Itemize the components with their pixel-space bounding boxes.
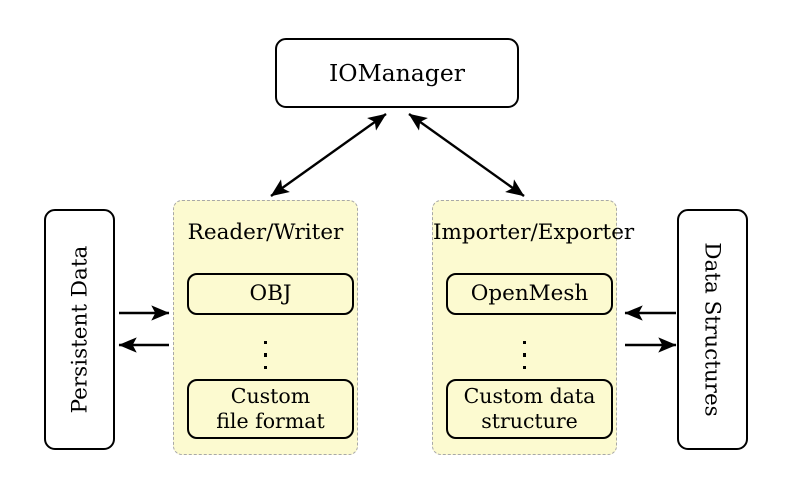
persistent-data-label: Persistent Data [67,245,92,414]
iomanager-label: IOManager [329,59,465,87]
reader-writer-item-custom-file-format-label: Custom file format [216,384,325,433]
data-structures-label: Data Structures [700,242,725,417]
reader-writer-title: Reader/Writer [187,220,344,245]
reader-writer-item-obj[interactable]: OBJ [187,273,354,315]
importer-exporter-ellipsis-icon [522,341,527,369]
importer-exporter-item-openmesh[interactable]: OpenMesh [446,273,613,315]
importer-exporter-item-custom-data-structure-label: Custom data structure [463,384,596,433]
reader-writer-item-obj-label: OBJ [249,280,292,306]
importer-exporter-item-openmesh-label: OpenMesh [470,280,589,306]
data-structures-box[interactable]: Data Structures [677,209,748,450]
iomanager-box[interactable]: IOManager [275,38,519,108]
reader-writer-group[interactable]: Reader/Writer OBJ Custom file format [173,200,358,455]
arrow-manager-readerwriter [270,113,387,197]
importer-exporter-item-custom-data-structure[interactable]: Custom data structure [446,379,613,439]
importer-exporter-title: Importer/Exporter [433,220,635,245]
importer-exporter-group[interactable]: Importer/Exporter OpenMesh Custom data s… [432,200,635,455]
reader-writer-item-custom-file-format[interactable]: Custom file format [187,379,354,439]
persistent-data-box[interactable]: Persistent Data [44,209,115,450]
reader-writer-ellipsis-icon [263,341,268,369]
arrow-manager-importerexporter [408,113,525,197]
